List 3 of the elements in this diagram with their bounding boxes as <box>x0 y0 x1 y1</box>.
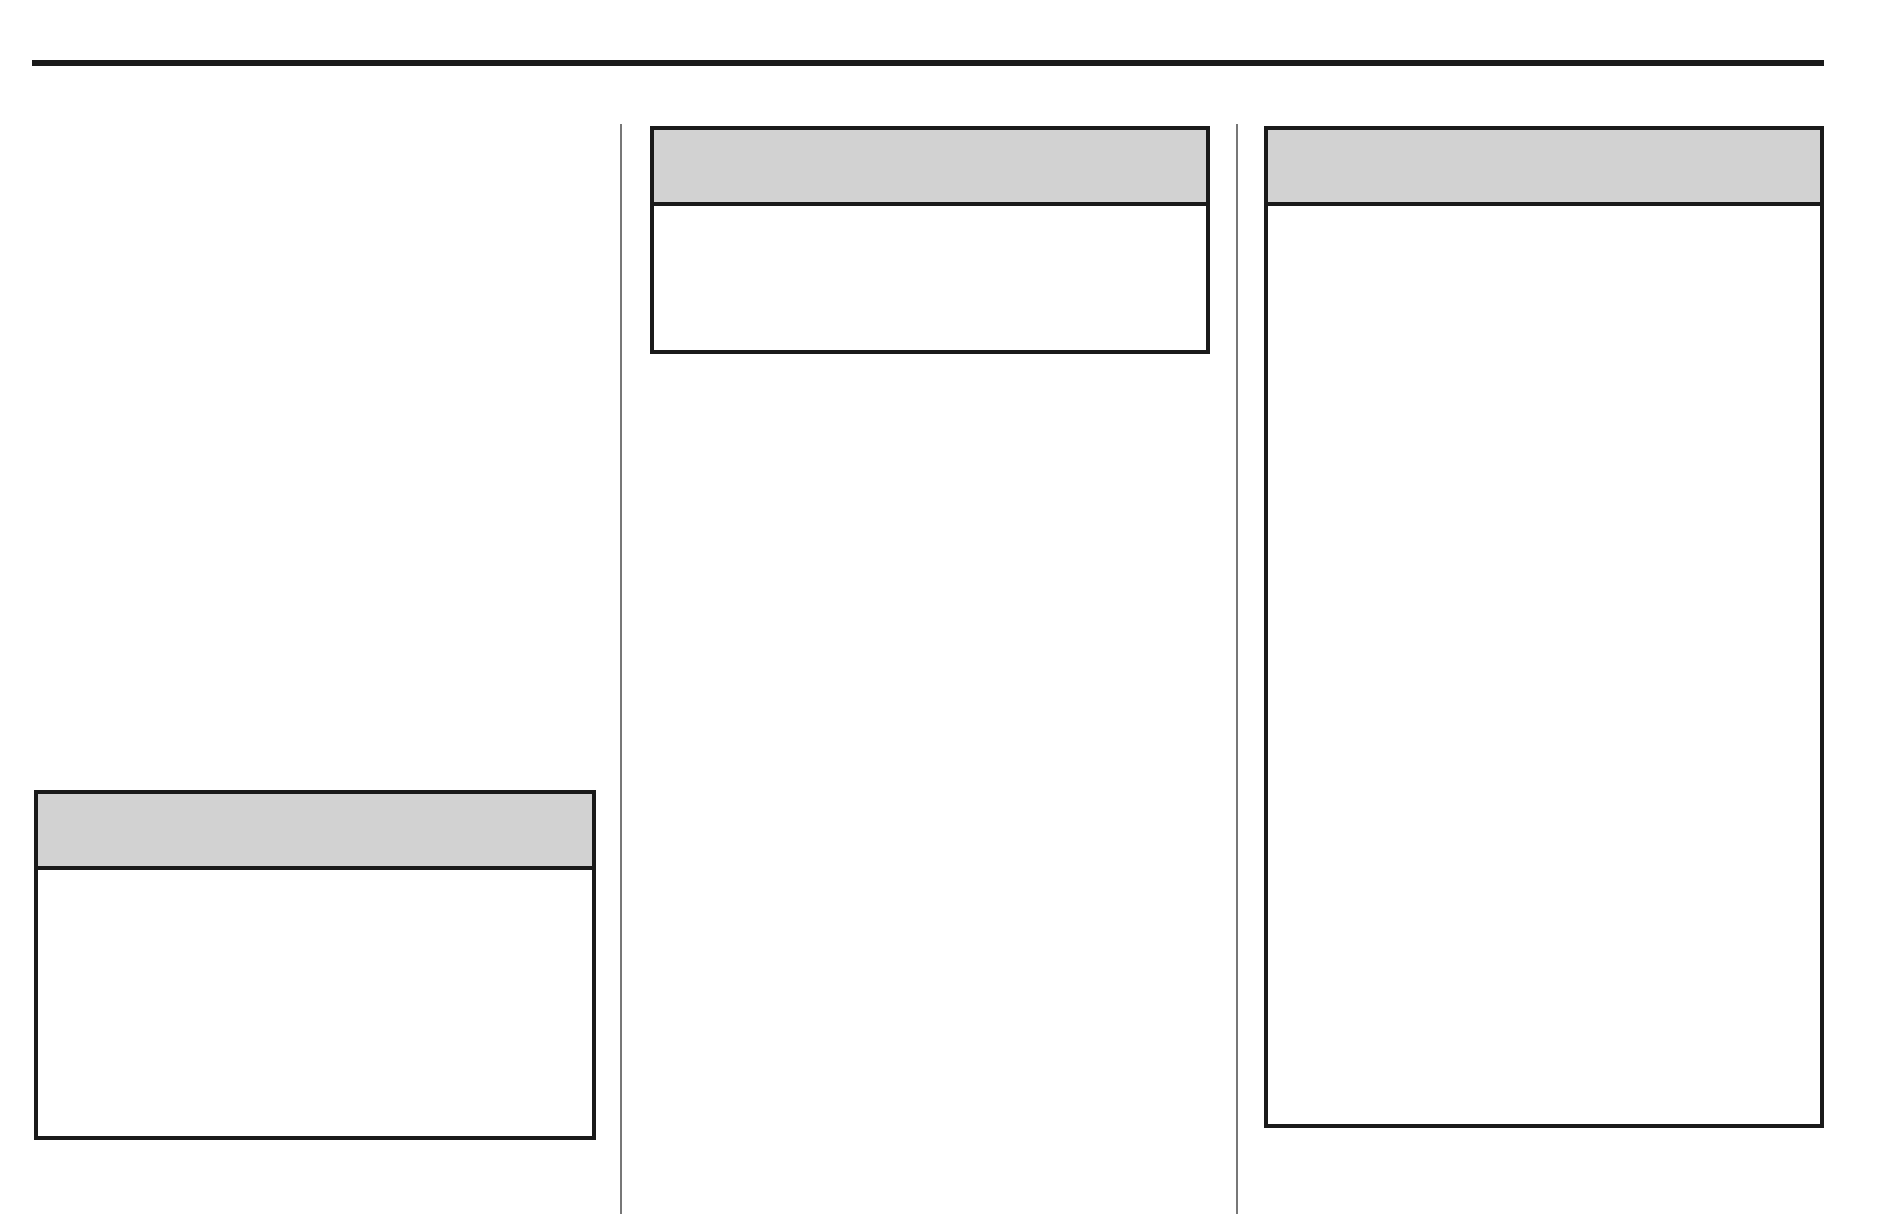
panel-box <box>34 790 596 1140</box>
panel-box <box>650 126 1210 354</box>
panel-box <box>1264 126 1824 1128</box>
